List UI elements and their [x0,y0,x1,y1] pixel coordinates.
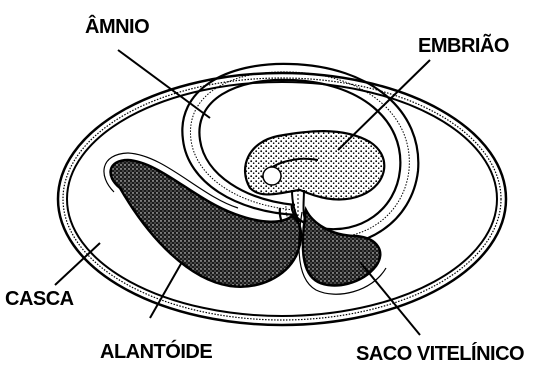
embryo [245,131,384,199]
label-casca: CASCA [5,288,74,310]
label-alantoide: ALANTÓIDE [100,339,212,363]
yolk-sac [299,210,386,294]
label-embriao: EMBRIÃO [418,34,509,57]
label-saco-vitelinico: SACO VITELÍNICO [356,342,524,365]
label-amnio: ÂMNIO [85,14,149,38]
